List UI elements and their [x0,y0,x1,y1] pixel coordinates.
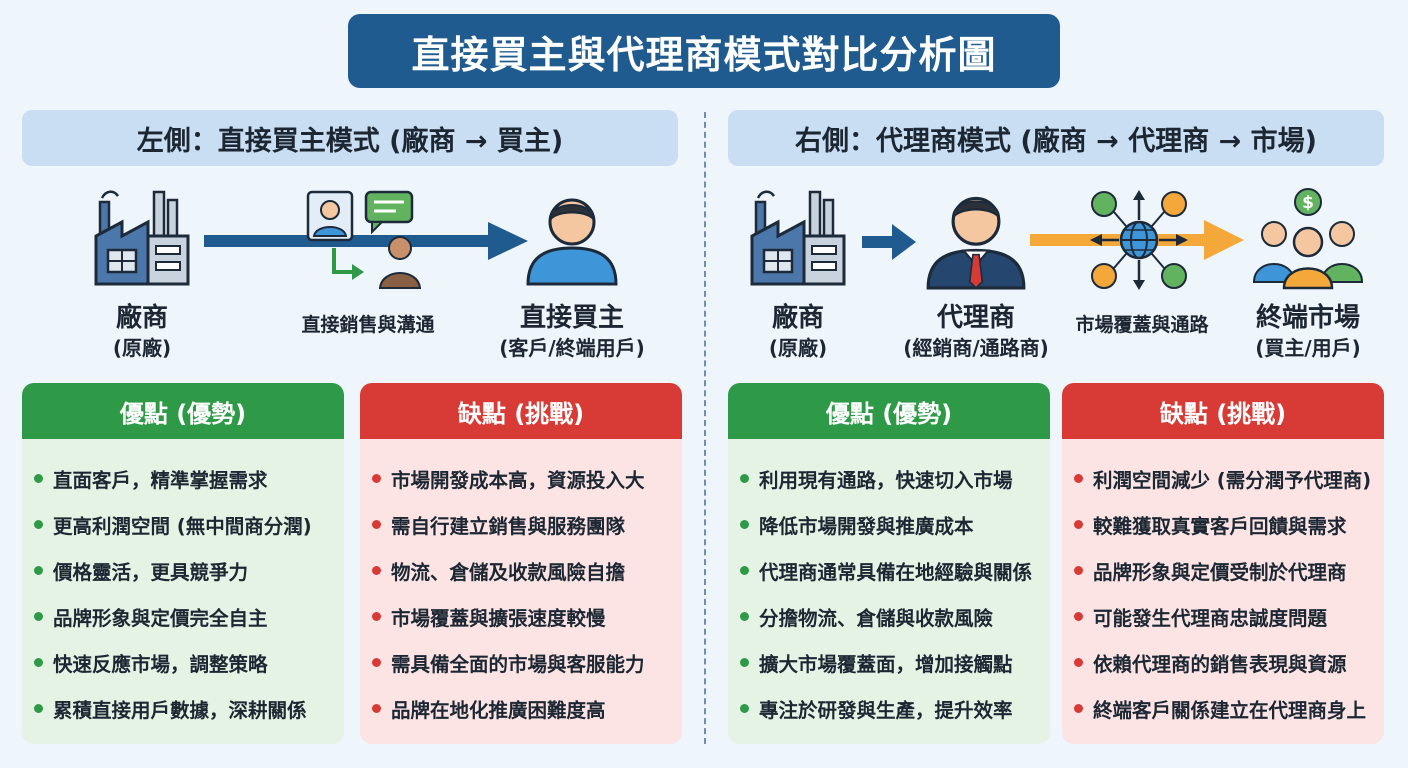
businessman-icon [926,196,1026,290]
list-item: 品牌形象與定價受制於代理商 [1074,547,1384,593]
bullet-icon [1074,703,1083,713]
person-icon [526,198,618,286]
list-item: 利潤空間減少 (需分潤予代理商) [1074,455,1384,501]
list-item: 價格靈活，更具競爭力 [34,547,344,593]
list-item: 需具備全面的市場與客服能力 [372,639,682,685]
list-item: 專注於研發與生產，提升效率 [740,685,1050,731]
left-cons-header: 缺點 (挑戰) [360,383,682,439]
bullet-icon [740,519,749,529]
right-flow-caption: 市場覆蓋與通路 [1075,314,1209,336]
agent-panel: 右側：代理商模式 (廠商 → 代理商 → 市場) 廠商 (原廠) 代理商 (經銷… [728,0,1408,768]
arrow-right-icon [862,224,916,260]
left-buyer-sub: (客戶/終端用戶) [499,336,645,360]
bullet-icon [34,473,43,483]
right-market-sub: (買主/用戶) [1255,336,1361,360]
communication-icon [306,190,422,289]
bullet-icon [34,657,43,667]
right-panel-title: 右側：代理商模式 (廠商 → 代理商 → 市場) [795,125,1317,157]
left-factory-node: 廠商 (原廠) [82,302,202,362]
list-item: 可能發生代理商忠誠度問題 [1074,593,1384,639]
list-item: 擴大市場覆蓋面，增加接觸點 [740,639,1050,685]
bullet-icon [1074,657,1083,667]
right-agent-sub: (經銷商/通路商) [903,336,1049,360]
bullet-icon [34,703,43,713]
list-item: 利用現有通路，快速切入市場 [740,455,1050,501]
bullet-icon [740,703,749,713]
right-cons-card: 缺點 (挑戰) 利潤空間減少 (需分潤予代理商) 較難獲取真實客戶回饋與需求 品… [1062,383,1384,744]
bullet-icon [372,519,381,529]
right-market-node: 終端市場 (買主/用戶) [1238,302,1378,362]
bullet-icon [740,657,749,667]
page-title: 直接買主與代理商模式對比分析圖 [411,32,997,77]
bullet-icon [34,565,43,575]
bullet-icon [1074,473,1083,483]
network-globe-icon [1090,190,1188,290]
left-flow-caption: 直接銷售與溝通 [301,314,435,336]
bullet-icon [34,611,43,621]
list-item: 品牌形象與定價完全自主 [34,593,344,639]
factory-icon [750,190,846,286]
left-pros-list: 直面客戶，精準掌握需求 更高利潤空間 (無中間商分潤) 價格靈活，更具競爭力 品… [22,439,344,731]
list-item: 終端客戶關係建立在代理商身上 [1074,685,1384,731]
right-pros-card: 優點 (優勢) 利用現有通路，快速切入市場 降低市場開發與推廣成本 代理商通常具… [728,383,1050,744]
group-dollar-icon: $ [1252,188,1364,290]
list-item: 累積直接用戶數據，深耕關係 [34,685,344,731]
list-item: 分擔物流、倉儲與收款風險 [740,593,1050,639]
list-item: 代理商通常具備在地經驗與關係 [740,547,1050,593]
right-market-label: 終端市場 [1255,303,1360,333]
bullet-icon [740,565,749,575]
left-pros-card: 優點 (優勢) 直面客戶，精準掌握需求 更高利潤空間 (無中間商分潤) 價格靈活… [22,383,344,744]
right-factory-node: 廠商 (原廠) [738,302,858,362]
bullet-icon [372,611,381,621]
center-divider [704,112,706,744]
title-banner: 直接買主與代理商模式對比分析圖 [348,14,1060,88]
right-pros-header: 優點 (優勢) [728,383,1050,439]
right-factory-label: 廠商 [771,303,824,333]
list-item: 直面客戶，精準掌握需求 [34,455,344,501]
right-pros-list: 利用現有通路，快速切入市場 降低市場開發與推廣成本 代理商通常具備在地經驗與關係… [728,439,1050,731]
left-factory-sub: (原廠) [112,336,172,360]
left-pros-header: 優點 (優勢) [22,383,344,439]
list-item: 降低市場開發與推廣成本 [740,501,1050,547]
list-item: 物流、倉儲及收款風險自擔 [372,547,682,593]
bullet-icon [740,611,749,621]
bullet-icon [1074,611,1083,621]
left-panel-title: 左側：直接買主模式 (廠商 → 買主) [136,125,564,157]
right-agent-node: 代理商 (經銷商/通路商) [888,302,1064,362]
bullet-icon [372,657,381,667]
direct-buyer-panel: 左側：直接買主模式 (廠商 → 買主) 廠商 (原廠) 直接銷售與溝通 直接買主… [22,0,702,768]
list-item: 市場開發成本高，資源投入大 [372,455,682,501]
left-factory-label: 廠商 [115,303,168,333]
svg-text:$: $ [1302,193,1314,213]
list-item: 需自行建立銷售與服務團隊 [372,501,682,547]
list-item: 更高利潤空間 (無中間商分潤) [34,501,344,547]
right-cons-list: 利潤空間減少 (需分潤予代理商) 較難獲取真實客戶回饋與需求 品牌形象與定價受制… [1062,439,1384,731]
left-buyer-node: 直接買主 (客戶/終端用戶) [482,302,662,362]
bullet-icon [1074,565,1083,575]
list-item: 依賴代理商的銷售表現與資源 [1074,639,1384,685]
left-panel-header: 左側：直接買主模式 (廠商 → 買主) [22,110,678,166]
bullet-icon [1074,519,1083,529]
right-factory-sub: (原廠) [768,336,828,360]
list-item: 品牌在地化推廣困難度高 [372,685,682,731]
bullet-icon [372,473,381,483]
left-cons-list: 市場開發成本高，資源投入大 需自行建立銷售與服務團隊 物流、倉儲及收款風險自擔 … [360,439,682,731]
factory-icon [94,190,190,286]
right-cons-header: 缺點 (挑戰) [1062,383,1384,439]
bullet-icon [372,703,381,713]
right-agent-label: 代理商 [936,303,1015,333]
left-buyer-label: 直接買主 [519,303,624,333]
right-panel-header: 右側：代理商模式 (廠商 → 代理商 → 市場) [728,110,1384,166]
list-item: 市場覆蓋與擴張速度較慢 [372,593,682,639]
list-item: 較難獲取真實客戶回饋與需求 [1074,501,1384,547]
bullet-icon [372,565,381,575]
bullet-icon [34,519,43,529]
left-cons-card: 缺點 (挑戰) 市場開發成本高，資源投入大 需自行建立銷售與服務團隊 物流、倉儲… [360,383,682,744]
list-item: 快速反應市場，調整策略 [34,639,344,685]
bullet-icon [740,473,749,483]
